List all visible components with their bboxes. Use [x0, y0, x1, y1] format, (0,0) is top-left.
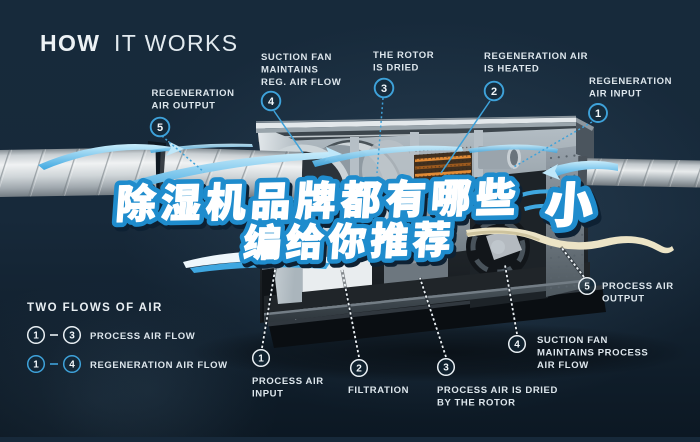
svg-text:SUCTION FAN MAINTAINS REG. AIR: SUCTION FAN MAINTAINS REG. AIR FLOW — [261, 52, 341, 88]
svg-text:PROCESS AIR FLOW: PROCESS AIR FLOW — [90, 331, 195, 342]
svg-text:PROCESS AIR OUTPUT: PROCESS AIR OUTPUT — [602, 281, 677, 305]
svg-text:2: 2 — [356, 364, 362, 375]
svg-text:SUCTION FAN MAINTAINS PROCESS: SUCTION FAN MAINTAINS PROCESS AIR FLOW — [537, 335, 652, 371]
svg-text:4: 4 — [69, 360, 75, 371]
svg-text:1: 1 — [33, 360, 39, 371]
svg-text:4: 4 — [514, 340, 520, 351]
svg-text:TWO FLOWS OF AIR: TWO FLOWS OF AIR — [27, 302, 163, 314]
svg-text:4: 4 — [268, 96, 275, 108]
svg-text:PROCESS AIR IS DRIED BY THE RO: PROCESS AIR IS DRIED BY THE ROTOR — [437, 385, 561, 409]
svg-text:3: 3 — [443, 363, 449, 374]
svg-text:REGENERATION AIR INPUT: REGENERATION AIR INPUT — [589, 76, 675, 100]
svg-text:REGENERATION AIR FLOW: REGENERATION AIR FLOW — [90, 360, 228, 371]
svg-text:REGENERATION AIR OUTPUT: REGENERATION AIR OUTPUT — [152, 88, 238, 112]
svg-text:3: 3 — [381, 83, 387, 95]
svg-text:IT WORKS: IT WORKS — [114, 30, 239, 56]
svg-text:3: 3 — [69, 331, 75, 342]
svg-text:5: 5 — [157, 122, 163, 134]
svg-text:THE ROTOR IS DRIED: THE ROTOR IS DRIED — [373, 50, 437, 74]
svg-text:1: 1 — [595, 108, 601, 120]
svg-text:REGENERATION AIR IS HEATED: REGENERATION AIR IS HEATED — [484, 51, 591, 75]
svg-text:2: 2 — [491, 86, 497, 98]
svg-text:HOW: HOW — [40, 30, 100, 56]
svg-text:PROCESS AIR INPUT: PROCESS AIR INPUT — [252, 376, 327, 400]
svg-text:1: 1 — [258, 354, 264, 365]
svg-text:FILTRATION: FILTRATION — [348, 385, 409, 396]
svg-text:1: 1 — [33, 331, 39, 342]
svg-text:5: 5 — [584, 282, 590, 293]
